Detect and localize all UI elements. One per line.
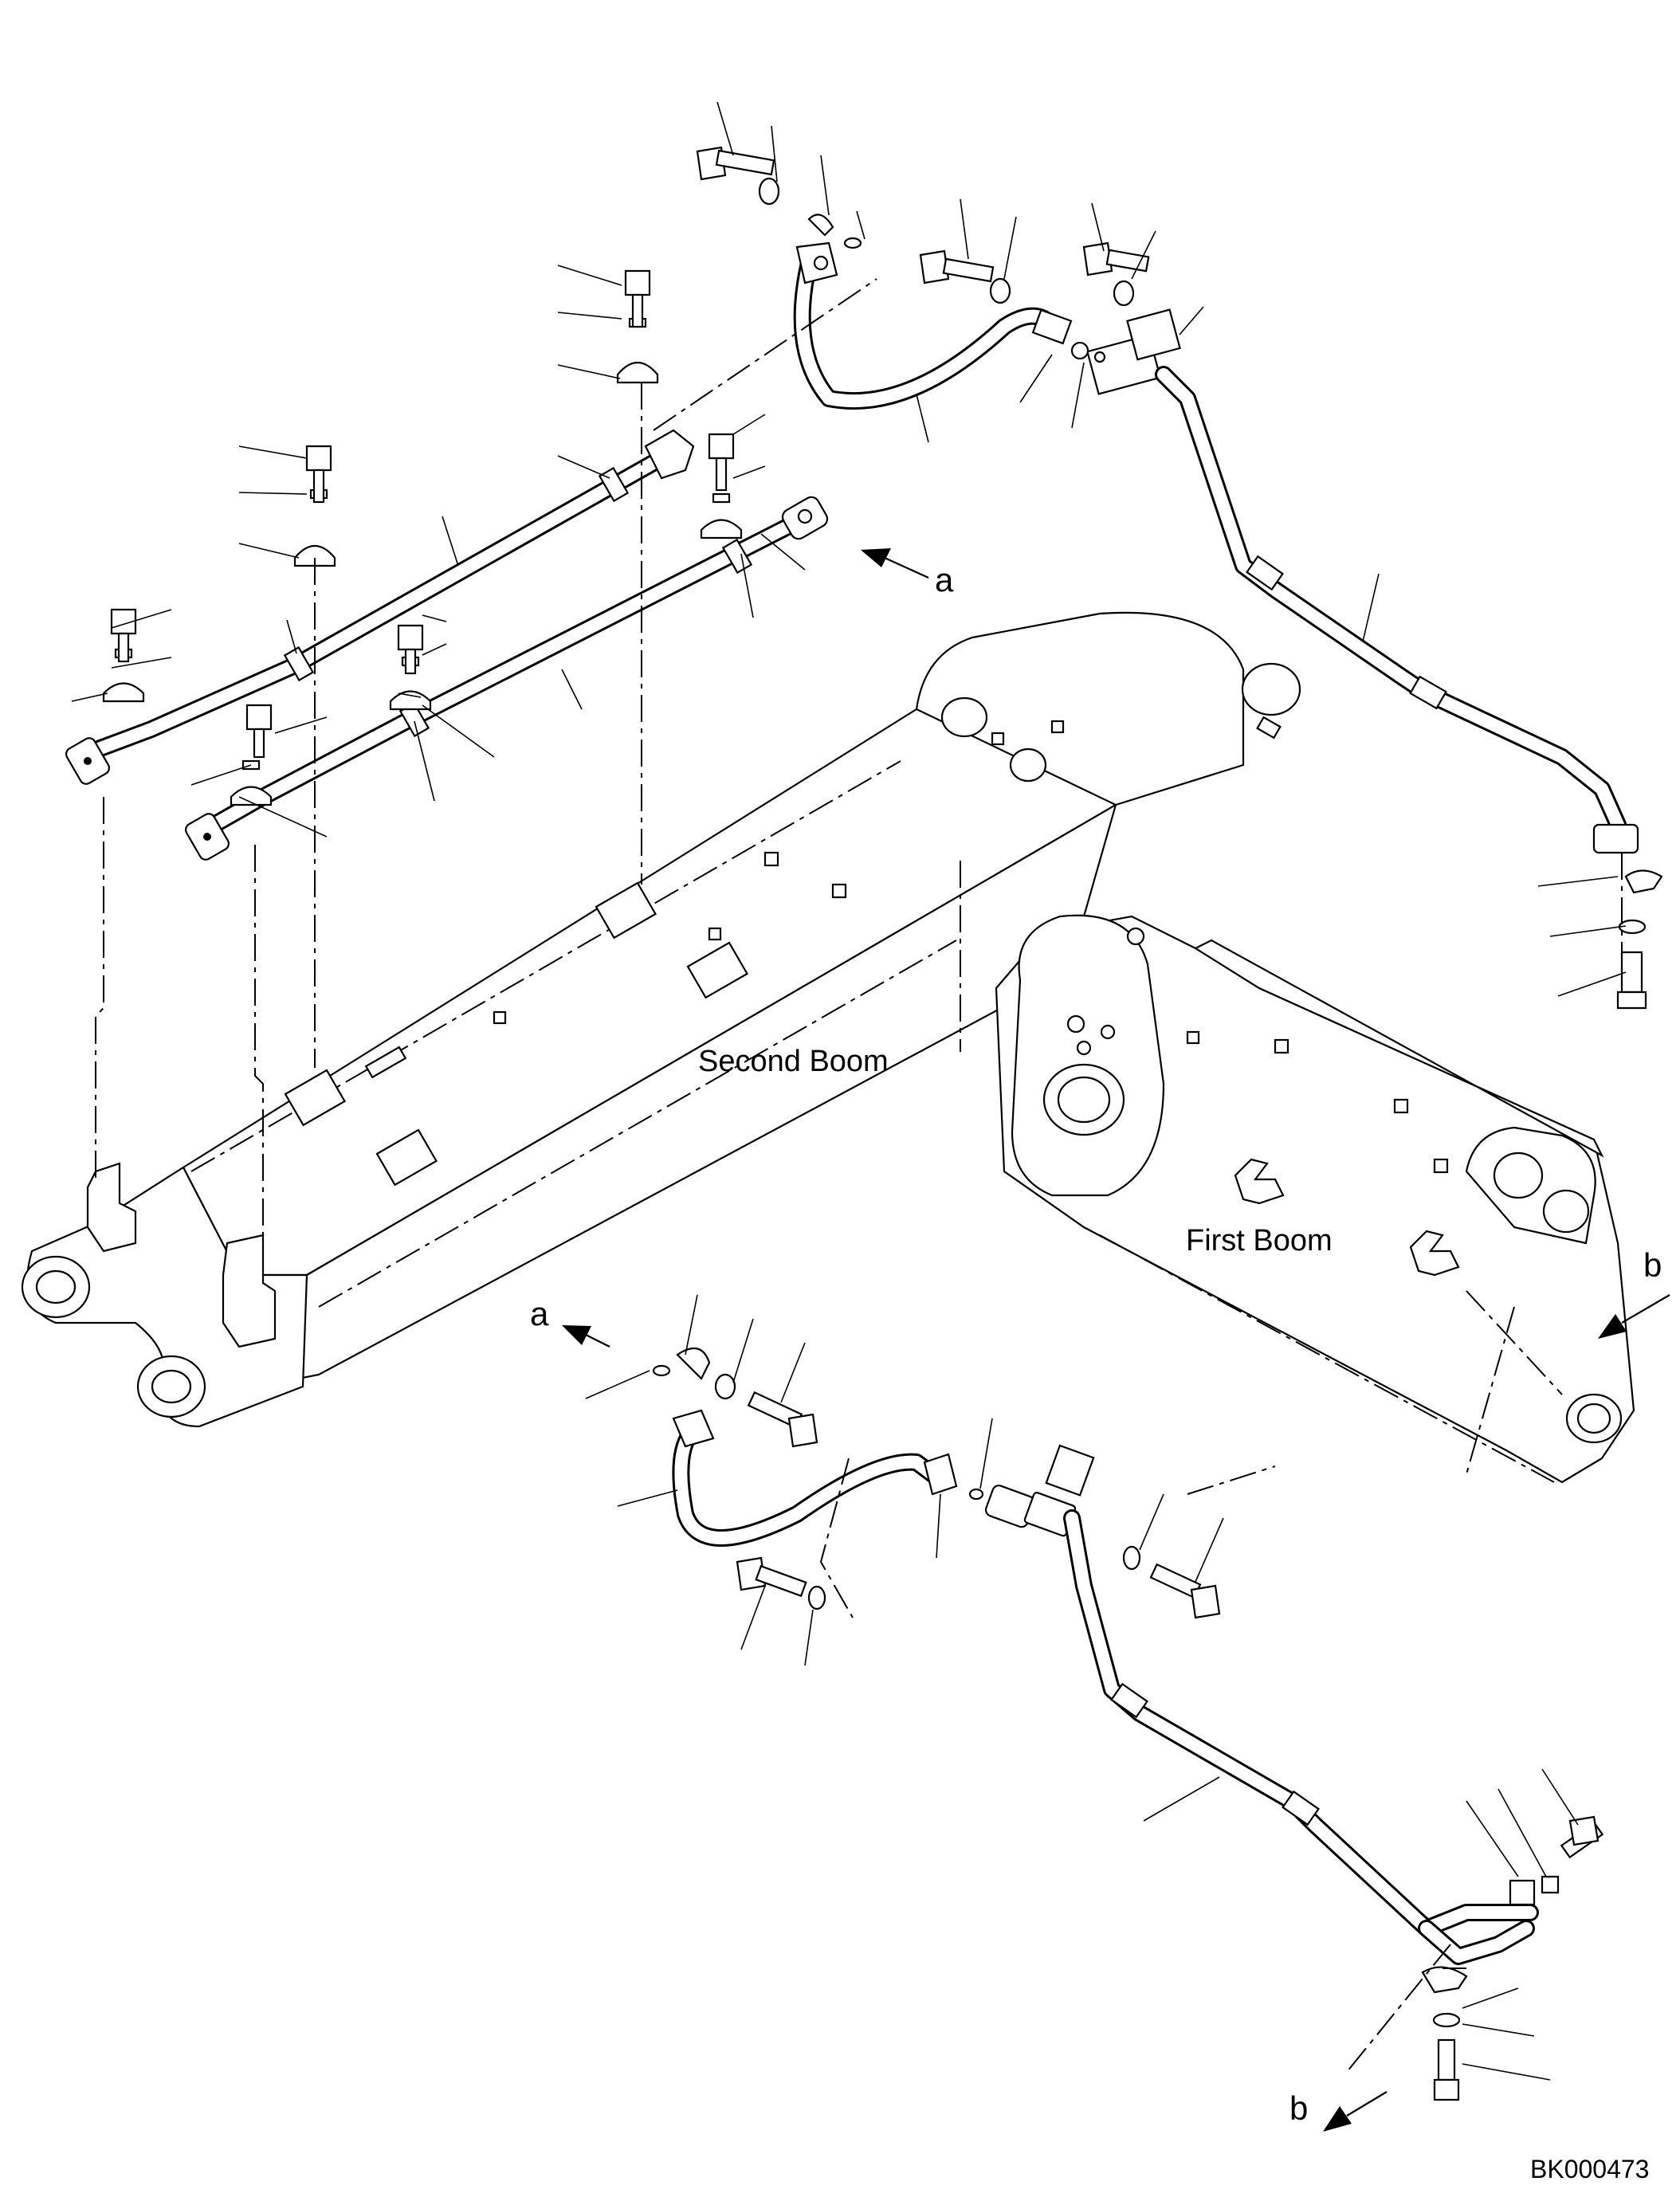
view-b-label-bottom: b [1289, 2089, 1309, 2127]
first-boom [995, 914, 1635, 1484]
view-a-label-bottom: a [530, 1295, 549, 1332]
upper-pipe-assembly [65, 146, 1663, 1010]
clamp-group [102, 269, 743, 806]
leader-lines [71, 101, 1627, 2081]
second-boom-label: Second Boom [698, 1045, 889, 1078]
second-boom [21, 611, 1301, 1428]
view-b-label-right: b [1643, 1246, 1662, 1284]
view-arrows [562, 548, 1670, 2132]
view-a-label-top: a [935, 561, 954, 598]
first-boom-label: First Boom [1186, 1224, 1333, 1257]
lower-pipe-assembly [652, 1347, 1604, 2101]
drawing-code: BK000473 [1530, 2155, 1650, 2183]
center-lines [95, 278, 1623, 2073]
